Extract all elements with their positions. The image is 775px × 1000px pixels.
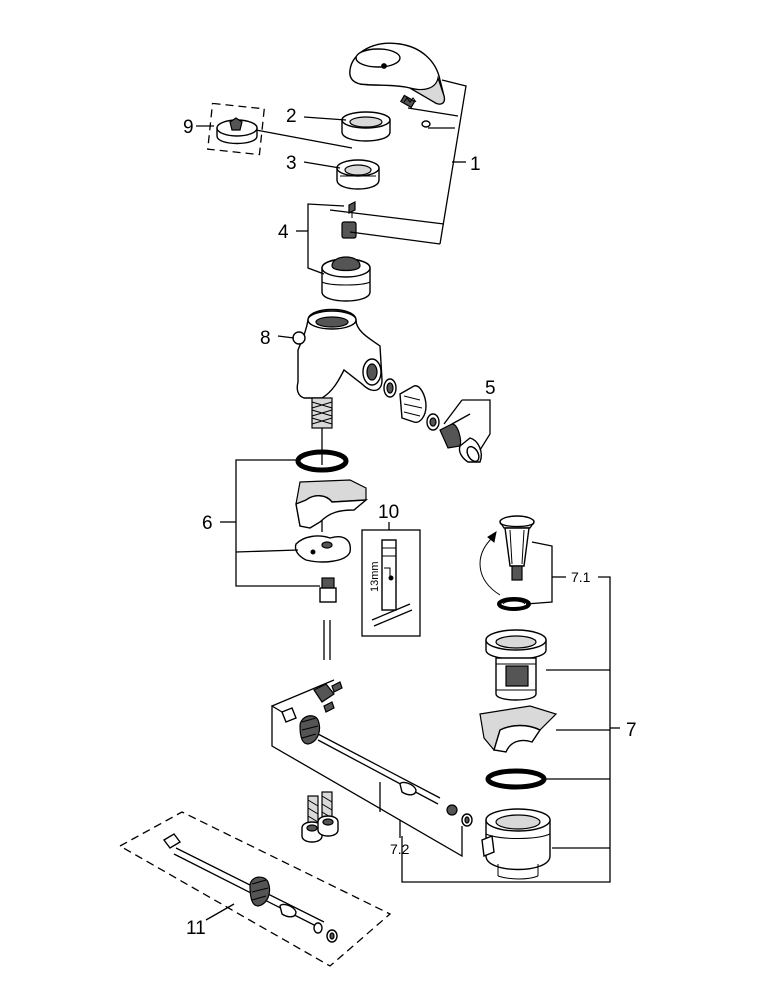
callout-8: 8 — [260, 328, 271, 349]
aerator-part — [383, 378, 482, 463]
callout-7-2: 7.2 — [390, 841, 410, 857]
cap-ring-part — [341, 111, 391, 142]
callout-9: 9 — [183, 117, 194, 138]
callout-2: 2 — [286, 106, 297, 127]
pop-up-waste-part — [479, 515, 558, 880]
lever-handle-part — [349, 42, 446, 128]
callout-7-1: 7.1 — [571, 569, 591, 585]
cartridge-part — [321, 201, 371, 302]
limit-stop-part — [207, 102, 265, 156]
callout-labels: 1 2 3 4 5 6 7 7.1 7.2 8 9 10 11 — [183, 106, 637, 939]
callout-7: 7 — [626, 720, 637, 741]
callout-6: 6 — [202, 513, 213, 534]
callout-5: 5 — [485, 378, 496, 399]
tool-size-label: 13mm — [369, 561, 381, 592]
callout-1: 1 — [470, 154, 481, 175]
callout-3: 3 — [286, 153, 297, 174]
hose-connector-part — [301, 791, 339, 843]
fixing-set-part — [294, 449, 369, 660]
cartridge-nut-part — [336, 159, 380, 190]
callout-10: 10 — [378, 502, 399, 523]
service-tool-part: 13mm — [361, 529, 421, 637]
pull-rod-kit-part — [118, 811, 392, 967]
pull-rod-assembly-part — [281, 681, 473, 827]
leader-lines — [196, 79, 620, 921]
mixer-body-part — [292, 308, 383, 532]
callout-11: 11 — [186, 918, 206, 939]
callout-4: 4 — [278, 222, 289, 243]
grub-screw-part — [399, 94, 431, 128]
